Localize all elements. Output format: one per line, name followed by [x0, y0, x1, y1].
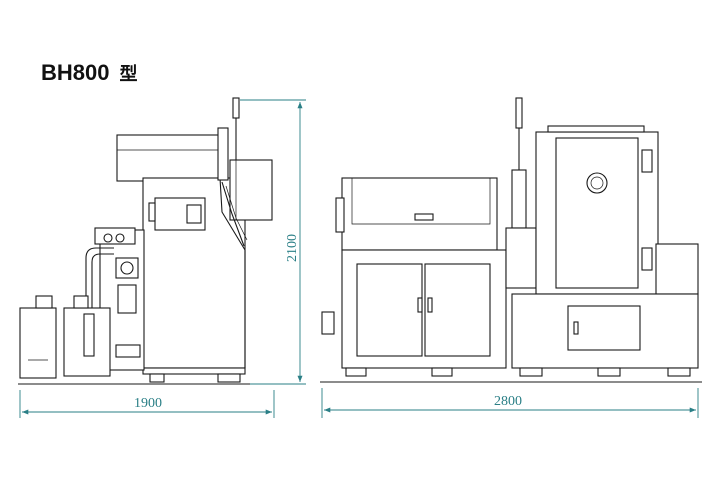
model-name: BH800	[41, 60, 110, 85]
title: BH800 型	[41, 60, 137, 86]
side-control-box	[229, 159, 273, 221]
front-left-door-1	[356, 263, 423, 357]
front-view	[320, 97, 702, 383]
front-width-label: 2800	[494, 394, 522, 409]
model-suffix: 型	[119, 64, 138, 85]
side-upper-column	[116, 134, 221, 182]
side-view	[18, 97, 273, 385]
height-label: 2100	[285, 234, 300, 262]
front-right-base-door	[567, 305, 641, 351]
front-viewport	[586, 172, 608, 194]
side-tank-left	[19, 307, 57, 379]
side-width-label: 1900	[134, 396, 162, 411]
front-left-door-2	[424, 263, 491, 357]
front-chamber-door	[555, 137, 639, 289]
dimensions: 2100 1900 2800	[19, 99, 699, 418]
